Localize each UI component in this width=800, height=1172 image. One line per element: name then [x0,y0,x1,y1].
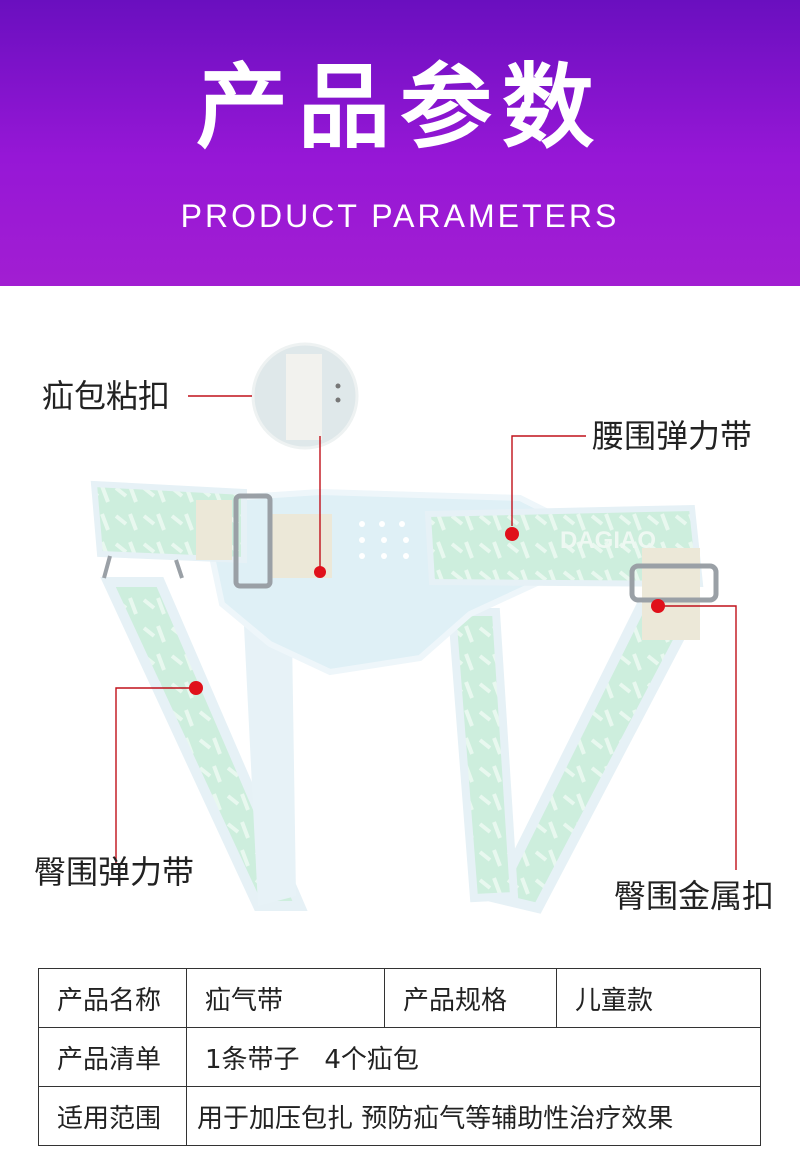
hernia-belt-image: DAGIAO [90,342,737,914]
callout-line-hip-buckle [658,605,737,870]
right-hip-band [488,602,698,914]
callout-line-hip-band [115,687,194,864]
param-label: 产品清单 [38,1027,187,1087]
param-value: 疝气带 [186,968,385,1028]
callout-dot-hip-band [189,681,203,695]
callout-dot-hip-buckle [651,599,665,613]
params-table: 产品名称 疝气带 产品规格 儿童款 产品清单 1条带子 4个疝包 适用范围 用于… [38,968,761,1146]
left-hip-band [100,577,308,911]
page-subtitle: PRODUCT PARAMETERS [180,198,620,234]
table-row: 产品清单 1条带子 4个疝包 [38,1027,761,1087]
metal-buckle-right [629,563,719,603]
param-value: 用于加压包扎 预防疝气等辅助性治疗效果 [186,1086,761,1146]
callout-dot-velcro [314,566,326,578]
callout-hernia-velcro: 疝包粘扣 [42,377,171,415]
param-label: 适用范围 [38,1086,187,1146]
callout-waist-band: 腰围弹力带 [592,417,753,455]
param-value: 1条带子 4个疝包 [186,1027,761,1087]
header-banner: 产品参数 PRODUCT PARAMETERS [0,0,800,286]
callout-hip-band: 臀围弹力带 [34,853,195,891]
metal-buckle-left [233,493,273,589]
table-row: 适用范围 用于加压包扎 预防疝气等辅助性治疗效果 [38,1086,761,1146]
table-row: 产品名称 疝气带 产品规格 儿童款 [38,968,761,1028]
page-title: 产品参数 [195,54,604,161]
callout-line-waist [511,435,586,526]
brand-print: DAGIAO [560,527,656,554]
product-illustration: DAGIAO 疝包粘扣 腰围弹力带 臀围弹力带 臀围金属扣 [0,286,800,956]
param-label: 产品名称 [38,968,187,1028]
callout-dot-waist [505,527,519,541]
callout-hip-buckle: 臀围金属扣 [614,877,775,915]
param-value: 儿童款 [556,968,761,1028]
param-label: 产品规格 [384,968,557,1028]
